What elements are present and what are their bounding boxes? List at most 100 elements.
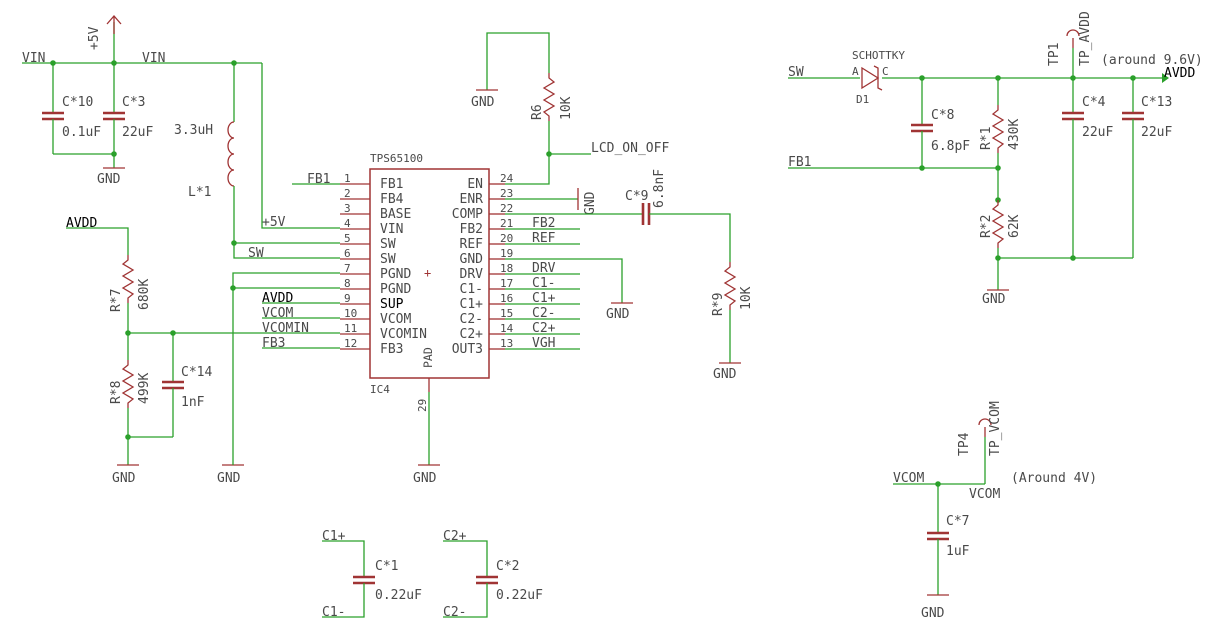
gnd-label-vcom: GND (921, 606, 945, 621)
ic-pin-num-5: 5 (344, 232, 351, 245)
net-label-plus5v-pin: +5V (262, 215, 286, 230)
tp4-value: TP_VCOM (988, 401, 1003, 456)
net-label-fb2: FB2 (532, 216, 555, 231)
ic-pin-name-6: SW (380, 252, 396, 267)
r8-value: 499K (137, 373, 152, 404)
c9-name: C*9 (625, 189, 648, 204)
r2-name: R*2 (979, 215, 994, 238)
ic-pin-num-7: 7 (344, 262, 351, 275)
ic-pin-num-20: 20 (500, 232, 513, 245)
c4-value: 22uF (1082, 125, 1113, 140)
ic-pin-num-11: 11 (344, 322, 357, 335)
ic-pin-name-21: FB2 (460, 222, 483, 237)
l1-name: L*1 (188, 185, 211, 200)
c1-value: 0.22uF (375, 588, 422, 603)
ic-pin-num-4: 4 (344, 217, 351, 230)
ic-pin-name-3: BASE (380, 207, 411, 222)
gnd-label-avdd: GND (982, 292, 1006, 307)
ic-pin-num-1: 1 (344, 172, 351, 185)
c1-name: C*1 (375, 559, 398, 574)
r7-name: R*7 (109, 289, 124, 312)
ic-pin-num-21: 21 (500, 217, 513, 230)
gnd-label-r9: GND (713, 367, 737, 382)
c7-name: C*7 (946, 514, 969, 529)
c10-value: 0.1uF (62, 125, 101, 140)
net-label-sw: SW (248, 246, 264, 261)
resistor-r1: R*1 430K (979, 78, 1022, 200)
ic-pin-name-24: EN (467, 177, 483, 192)
r9-name: R*9 (711, 293, 726, 316)
ic-pin-num-17: 17 (500, 277, 513, 290)
vcom-section: VCOM VCOM TP4 TP_VCOM (Around 4V) C*7 1u… (893, 401, 1097, 621)
net-label-c2m: C2- (532, 306, 555, 321)
ic-pin-name-8: PGND (380, 282, 411, 297)
tp4-note: (Around 4V) (1011, 471, 1097, 486)
net-label-fb1-right: FB1 (788, 155, 811, 170)
net-label-vin-left: VIN (22, 51, 45, 66)
capacitor-c13: C*13 22uF (1122, 78, 1172, 258)
c4-name: C*4 (1082, 95, 1106, 110)
ic-ref: IC4 (370, 383, 390, 396)
input-section: +5V VIN VIN C*10 0.1uF C*3 22uF (22, 15, 340, 486)
ic-pin-num-22: 22 (500, 202, 513, 215)
ic-pin-num-9: 9 (344, 292, 351, 305)
d1-anode: A (852, 65, 859, 78)
r1-name: R*1 (979, 127, 994, 150)
r1-value: 430K (1007, 119, 1022, 150)
capacitor-c2: C2+ C2- C*2 0.22uF (443, 529, 543, 620)
ic-pin-name-15: C2- (460, 312, 483, 327)
net-label-vcom-right: VCOM (893, 471, 924, 486)
net-label-fb3-pin: FB3 (262, 336, 285, 351)
ic-pin-name-10: VCOM (380, 312, 411, 327)
avdd-output-section: SW SCHOTTKY A C D1 AVDD TP1 TP_AVDD (aro… (788, 11, 1203, 307)
ic-pin-name-19: GND (460, 252, 484, 267)
c9-value: 6.8nF (652, 169, 667, 208)
ic-pin-name-18: DRV (460, 267, 484, 282)
ic-pin-name-9: SUP (380, 297, 404, 312)
ic-pin-name-17: C1- (460, 282, 483, 297)
gnd-label-r6: GND (471, 95, 495, 110)
ic-pin-num-2: 2 (344, 187, 351, 200)
capacitor-c4: C*4 22uF (1062, 78, 1113, 258)
ic-pin-name-11: VCOMIN (380, 327, 427, 342)
tp1-value: TP_AVDD (1078, 11, 1093, 66)
c3-value: 22uF (122, 125, 153, 140)
net-label-sw-right: SW (788, 65, 804, 80)
gnd-label-pin19: GND (606, 307, 630, 322)
ic-pin-num-14: 14 (500, 322, 514, 335)
ic-pin-num-23: 23 (500, 187, 513, 200)
capacitor-c7: C*7 1uF (927, 484, 970, 595)
c14-name: C*14 (181, 365, 212, 380)
r2-value: 62K (1007, 214, 1022, 238)
ic-pad-num: 29 (416, 399, 429, 412)
ic-pin-name-1: FB1 (380, 177, 403, 192)
net-label-vcomin-pin: VCOMIN (262, 321, 309, 336)
net-label-c2p: C2+ (532, 321, 556, 336)
test-point-tp4: TP4 TP_VCOM (Around 4V) (957, 401, 1097, 486)
c2-net-minus: C2- (443, 605, 466, 620)
ic-pad-label: PAD (421, 347, 435, 368)
r9-value: 10K (739, 286, 754, 310)
gnd-label-divider: GND (112, 471, 136, 486)
ic-pin-name-4: VIN (380, 222, 403, 237)
flying-caps: C1+ C1- C*1 0.22uF C2+ C2- C*2 0.22uF (322, 529, 543, 620)
net-label-c1p: C1+ (532, 291, 556, 306)
ic-pin-num-12: 12 (344, 337, 357, 350)
c8-name: C*8 (931, 108, 954, 123)
net-label-avdd-right: AVDD (1164, 66, 1195, 81)
ic-pin-name-13: OUT3 (452, 342, 483, 357)
r8-name: R*8 (109, 381, 124, 404)
r6-name: R6 (530, 104, 545, 120)
capacitor-c3: C*3 22uF (103, 63, 153, 168)
ic-plus: + (424, 266, 431, 280)
c13-name: C*13 (1141, 95, 1172, 110)
l1-value: 3.3uH (174, 123, 213, 138)
gnd-label-pad: GND (413, 471, 437, 486)
ic-pin-num-6: 6 (344, 247, 351, 260)
ic-pin-name-5: SW (380, 237, 396, 252)
net-label-vgh: VGH (532, 336, 555, 351)
net-label-drv: DRV (532, 261, 556, 276)
resistor-r6: R6 10K (486, 32, 574, 154)
test-point-tp1: TP1 TP_AVDD (around 9.6V) (1047, 11, 1203, 78)
